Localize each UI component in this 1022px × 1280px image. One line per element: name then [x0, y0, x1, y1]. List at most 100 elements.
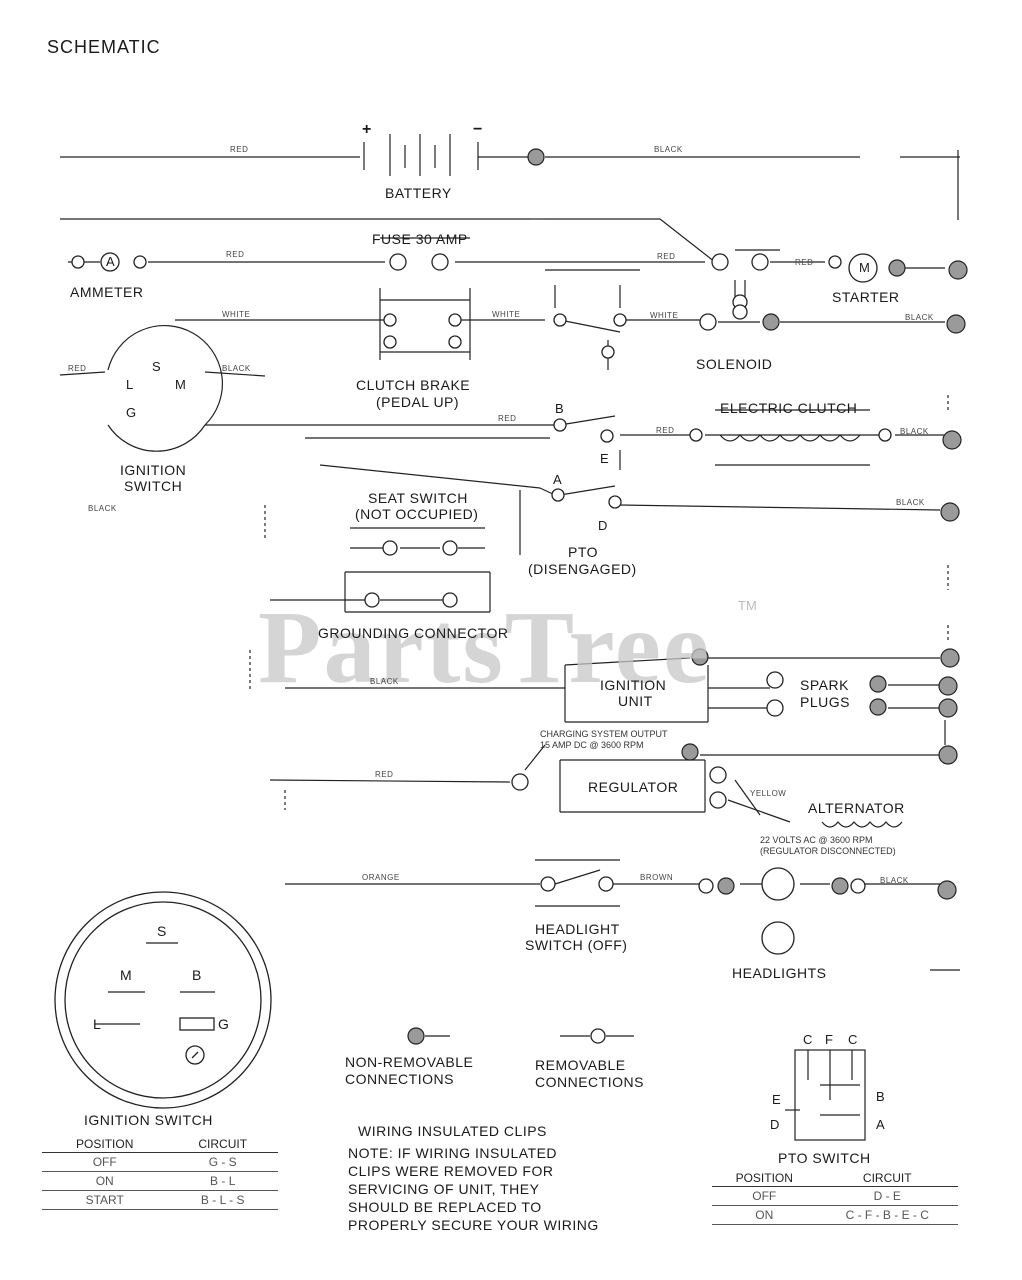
wire-label: RED — [226, 250, 245, 259]
wire-label: BLACK — [88, 504, 117, 513]
ammeter-symbol: A — [106, 254, 115, 269]
charging-output-note: CHARGING SYSTEM OUTPUT — [540, 729, 668, 739]
ignition-switch-title: IGNITION SWITCH — [84, 1112, 213, 1128]
battery-positive: + — [362, 121, 372, 138]
wire-label: RED — [657, 252, 676, 261]
legend-nonremovable-label: NON-REMOVABLE — [345, 1054, 474, 1070]
clips-note-line: SERVICING OF UNIT, THEY — [348, 1181, 540, 1197]
fuse-label: FUSE 30 AMP — [372, 231, 468, 247]
wire-label: YELLOW — [750, 789, 787, 798]
table-row: OFF G - S — [42, 1152, 278, 1172]
clutch-brake-label: CLUTCH BRAKE — [356, 377, 471, 393]
ignition-switch-label: IGNITION — [120, 462, 187, 478]
table-cell: B - L - S — [167, 1190, 278, 1210]
alternator-label: ALTERNATOR — [808, 800, 905, 816]
table-cell: ON — [712, 1205, 817, 1225]
clips-note-line: NOTE: IF WIRING INSULATED — [348, 1145, 558, 1161]
pto-terminal-b: B — [555, 401, 564, 416]
page-title: SCHEMATIC — [47, 37, 161, 57]
grounding-connector-label: GROUNDING CONNECTOR — [318, 625, 509, 641]
table-header-row: POSITION CIRCUIT — [42, 1136, 278, 1153]
wire-label: BLACK — [896, 498, 925, 507]
ignition-switch-body — [107, 325, 223, 426]
ign-terminal-s: S — [152, 359, 161, 374]
table-cell: D - E — [816, 1186, 958, 1206]
legend-removable-circle — [590, 1028, 606, 1044]
column-header: CIRCUIT — [816, 1170, 958, 1187]
battery-negative: − — [473, 121, 483, 138]
ignition-detail-outer — [54, 891, 272, 1109]
ign-terminal-m: M — [175, 377, 186, 392]
pto-detail-a: A — [876, 1117, 885, 1132]
wire-label: RED — [375, 770, 394, 779]
headlights-label: HEADLIGHTS — [732, 965, 827, 981]
pto-sub: (DISENGAGED) — [528, 561, 637, 577]
wire-label: WHITE — [222, 310, 251, 319]
ign-terminal-g: G — [126, 405, 137, 420]
wire-label: ORANGE — [362, 873, 400, 882]
pto-detail-c1: C — [803, 1032, 813, 1047]
table-cell: ON — [42, 1171, 168, 1191]
wire-label: BLACK — [900, 427, 929, 436]
headlight-bulb-1 — [761, 867, 795, 901]
ignition-switch-sub: SWITCH — [124, 478, 183, 494]
regulator-label: REGULATOR — [588, 779, 679, 795]
table-row: START B - L - S — [42, 1190, 278, 1210]
ammeter-circle — [100, 252, 120, 272]
table-row: ON B - L — [42, 1171, 278, 1191]
clutch-brake-sub: (PEDAL UP) — [376, 394, 460, 410]
headlight-bulb-2 — [761, 921, 795, 955]
wire-label: RED — [656, 426, 675, 435]
ignition-unit-sub: UNIT — [618, 693, 653, 709]
starter-symbol: M — [859, 260, 870, 275]
table-cell: B - L — [167, 1171, 278, 1191]
wire-label: BLACK — [222, 364, 251, 373]
electric-clutch-coil — [719, 434, 861, 442]
pto-detail-d: D — [770, 1117, 780, 1132]
clips-note-title: WIRING INSULATED CLIPS — [358, 1123, 547, 1139]
pto-circuit-table: POSITION CIRCUIT OFF D - E ON C - F - B … — [712, 1170, 958, 1225]
wire-label: WHITE — [492, 310, 521, 319]
table-cell: OFF — [42, 1152, 168, 1172]
pto-detail-e: E — [772, 1092, 781, 1107]
seat-switch-label: SEAT SWITCH — [368, 490, 468, 506]
legend-removable-label: REMOVABLE — [535, 1057, 626, 1073]
ign-terminal-l: L — [126, 377, 134, 392]
clips-note-line: SHOULD BE REPLACED TO — [348, 1199, 542, 1215]
legend-nonremovable-circle — [407, 1027, 425, 1045]
table-cell: G - S — [167, 1152, 278, 1172]
headlight-switch-label: HEADLIGHT — [535, 921, 620, 937]
spark-plugs-sub: PLUGS — [800, 694, 850, 710]
ammeter-label: AMMETER — [70, 284, 144, 300]
ign-detail-m: M — [120, 967, 133, 983]
ign-detail-g: G — [218, 1016, 230, 1032]
wire-label: BLACK — [905, 313, 934, 322]
pto-detail-c2: C — [848, 1032, 858, 1047]
headlight-switch-sub: SWITCH (OFF) — [525, 937, 628, 953]
seat-switch-sub: (NOT OCCUPIED) — [355, 506, 479, 522]
clips-note-line: PROPERLY SECURE YOUR WIRING — [348, 1217, 599, 1233]
legend-removable-sub: CONNECTIONS — [535, 1074, 644, 1090]
ignition-detail-inner — [64, 901, 262, 1099]
ac-note-2: (REGULATOR DISCONNECTED) — [760, 846, 896, 856]
ign-detail-b: B — [192, 967, 202, 983]
watermark: PartsTree — [258, 590, 712, 705]
wire-label: RED — [68, 364, 87, 373]
wire-label: BLACK — [654, 145, 683, 154]
charging-output-note-2: 15 AMP DC @ 3600 RPM — [540, 740, 644, 750]
wire-label: RED — [230, 145, 249, 154]
table-row: ON C - F - B - E - C — [712, 1205, 958, 1225]
pto-detail-f: F — [825, 1032, 833, 1047]
starter-label: STARTER — [832, 289, 900, 305]
clips-note-line: CLIPS WERE REMOVED FOR — [348, 1163, 554, 1179]
column-header: CIRCUIT — [167, 1136, 278, 1153]
electric-clutch-label: ELECTRIC CLUTCH — [720, 400, 858, 416]
trademark-mark: TM — [738, 598, 757, 613]
wire-label: WHITE — [650, 311, 679, 320]
wire-label: RED — [795, 258, 814, 267]
ign-detail-l: L — [93, 1016, 102, 1032]
table-cell: OFF — [712, 1186, 817, 1206]
ign-detail-s: S — [157, 923, 167, 939]
